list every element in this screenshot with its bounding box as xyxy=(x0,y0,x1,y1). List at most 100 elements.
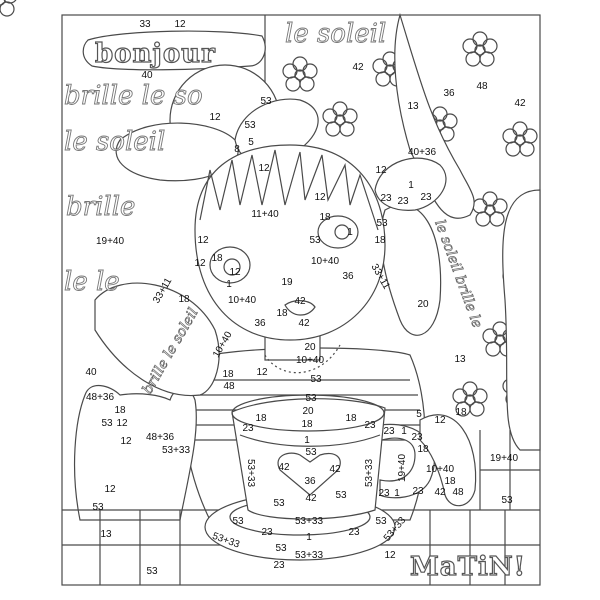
color-number-label: 18 xyxy=(417,444,429,455)
color-number-label: 42 xyxy=(514,98,526,109)
color-number-label: 33 xyxy=(139,19,151,30)
color-number-label: 53 xyxy=(305,447,317,458)
color-number-label: 12 xyxy=(104,484,116,495)
lips xyxy=(284,300,316,316)
color-number-label: 23 xyxy=(380,193,392,204)
color-number-label: 12 xyxy=(194,258,206,269)
color-number-label: 23 xyxy=(348,527,360,538)
color-number-label: 1 xyxy=(408,180,414,191)
color-number-label: 12 xyxy=(197,235,209,246)
color-number-label: 12 xyxy=(375,165,387,176)
color-number-label: 48 xyxy=(223,381,235,392)
color-number-label: 53 xyxy=(375,516,387,527)
color-number-label: 23 xyxy=(411,432,423,443)
color-number-label: 23 xyxy=(378,488,390,499)
color-number-label: 13 xyxy=(100,529,112,540)
color-number-label: 53 xyxy=(309,235,321,246)
color-number-label: 53 xyxy=(273,498,285,509)
color-number-label: 53 xyxy=(275,543,287,554)
color-number-label: 23 xyxy=(383,426,395,437)
color-number-label: 18 xyxy=(222,369,234,380)
script-phrase: le soleil xyxy=(64,127,165,157)
color-number-label: 19+40 xyxy=(397,454,408,483)
color-number-label: 42 xyxy=(294,296,306,307)
color-number-label: 53+33 xyxy=(364,459,375,488)
color-number-label: 42 xyxy=(278,462,290,473)
heart xyxy=(277,452,341,496)
color-number-label: 40+36 xyxy=(408,147,437,158)
color-number-label: 1 xyxy=(306,532,312,543)
color-number-label: 53 xyxy=(146,566,158,577)
patterned-arm xyxy=(94,282,220,397)
color-number-label: 18 xyxy=(301,419,313,430)
flower-pattern xyxy=(0,0,538,417)
bonjour-banner xyxy=(82,30,266,71)
color-number-label: 53 xyxy=(310,374,322,385)
color-number-label: 12 xyxy=(314,192,326,203)
color-number-label: 36 xyxy=(443,88,455,99)
cup-band xyxy=(239,434,381,447)
color-number-label: 23 xyxy=(420,192,432,203)
color-number-label: 40 xyxy=(141,70,153,81)
color-number-label: 42 xyxy=(352,62,364,73)
color-number-label: 5 xyxy=(416,409,422,420)
hand-sleeve xyxy=(419,414,477,507)
bangs xyxy=(199,149,379,231)
color-number-label: 23 xyxy=(242,423,254,434)
color-number-label: 53 xyxy=(244,120,256,131)
color-number-label: 20 xyxy=(417,299,429,310)
color-number-label: 53+33 xyxy=(295,516,324,527)
curtain xyxy=(394,12,475,219)
color-number-label: 13 xyxy=(407,101,419,112)
color-number-label: 19 xyxy=(281,277,293,288)
color-number-label: 53 xyxy=(260,96,272,107)
color-number-label: 53 xyxy=(305,393,317,404)
color-number-label: 48+36 xyxy=(86,392,115,403)
color-number-label: 42 xyxy=(298,318,310,329)
color-number-label: 20 xyxy=(302,406,314,417)
color-number-label: 48+36 xyxy=(146,432,175,443)
color-number-label: 53 xyxy=(232,516,244,527)
color-number-label: 12 xyxy=(229,267,241,278)
script-phrase: le soleil xyxy=(285,19,386,49)
color-number-label: 10+40 xyxy=(296,355,325,366)
color-number-label: 11+40 xyxy=(251,209,279,220)
script-phrase: brille le so xyxy=(64,81,203,111)
pearl-necklace xyxy=(264,344,341,374)
color-number-label: 18 xyxy=(114,405,126,416)
color-number-label: 12 xyxy=(116,418,128,429)
color-number-label: 19+40 xyxy=(96,236,125,247)
color-number-label: 18 xyxy=(455,407,467,418)
color-number-label: 23 xyxy=(412,486,424,497)
matin-title: MaTiN! xyxy=(410,552,526,582)
color-number-label: 12 xyxy=(256,367,268,378)
color-number-label: 10+40 xyxy=(311,256,340,267)
color-number-label: 53 xyxy=(376,218,388,229)
bird xyxy=(374,157,447,211)
color-number-label: 1 xyxy=(226,279,232,290)
color-number-label: 36 xyxy=(254,318,266,329)
color-number-label: 53+33 xyxy=(162,445,191,456)
right-pupil xyxy=(334,224,350,240)
color-number-label: 19+40 xyxy=(490,453,519,464)
color-number-label: 18 xyxy=(178,294,190,305)
color-number-label: 13 xyxy=(454,354,466,365)
color-number-label: 18 xyxy=(255,413,267,424)
color-number-label: 10+40 xyxy=(228,295,257,306)
color-number-label: 53+33 xyxy=(245,459,256,488)
color-number-label: 1 xyxy=(401,426,407,437)
color-number-label: 12 xyxy=(258,163,270,174)
color-number-label: 12 xyxy=(209,112,221,123)
color-number-label: 23 xyxy=(273,560,285,571)
color-number-label: 1 xyxy=(347,227,353,238)
color-number-label: 53 xyxy=(501,495,513,506)
color-number-label: 53 xyxy=(335,490,347,501)
cup-rim xyxy=(231,394,385,432)
color-number-label: 12 xyxy=(174,19,186,30)
color-number-label: 10+40 xyxy=(426,464,455,475)
color-number-label: 48 xyxy=(452,487,464,498)
color-number-label: 12 xyxy=(384,550,396,561)
color-number-label: 36 xyxy=(342,271,354,282)
script-phrase: le le xyxy=(64,267,120,297)
